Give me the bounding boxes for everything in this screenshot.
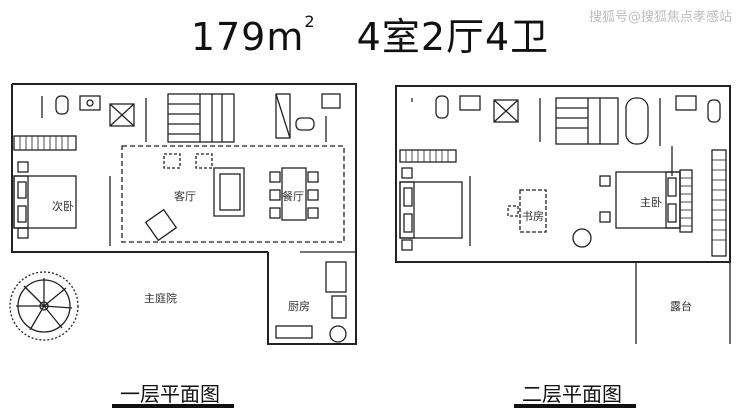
area-label: 179m2 (190, 12, 316, 59)
room-label-living-room: 客厅 (174, 190, 196, 203)
layout-label: 4室2厅4卫 (356, 15, 550, 59)
floor2-drawing (395, 85, 731, 344)
room-label-main-courtyard: 主庭院 (144, 292, 177, 305)
room-label-study: 书房 (522, 210, 544, 223)
room-label-master-bedroom: 主卧 (640, 196, 662, 209)
room-label-terrace: 露台 (670, 300, 692, 313)
room-label-kitchen: 厨房 (288, 300, 310, 313)
room-label-secondary-bedroom: 次卧 (52, 200, 74, 213)
floor2-caption-underline (514, 404, 636, 408)
floor1-drawing (9, 83, 357, 345)
room-label-dining-room: 餐厅 (282, 190, 304, 203)
floor1-caption-underline (112, 404, 234, 408)
plan-title: 179m2 4室2厅4卫 (0, 6, 740, 61)
floor1-caption: 一层平面图 (120, 382, 220, 406)
floor2-caption: 二层平面图 (522, 382, 622, 406)
watermark: 搜狐号@搜狐焦点孝感站 (588, 10, 732, 25)
